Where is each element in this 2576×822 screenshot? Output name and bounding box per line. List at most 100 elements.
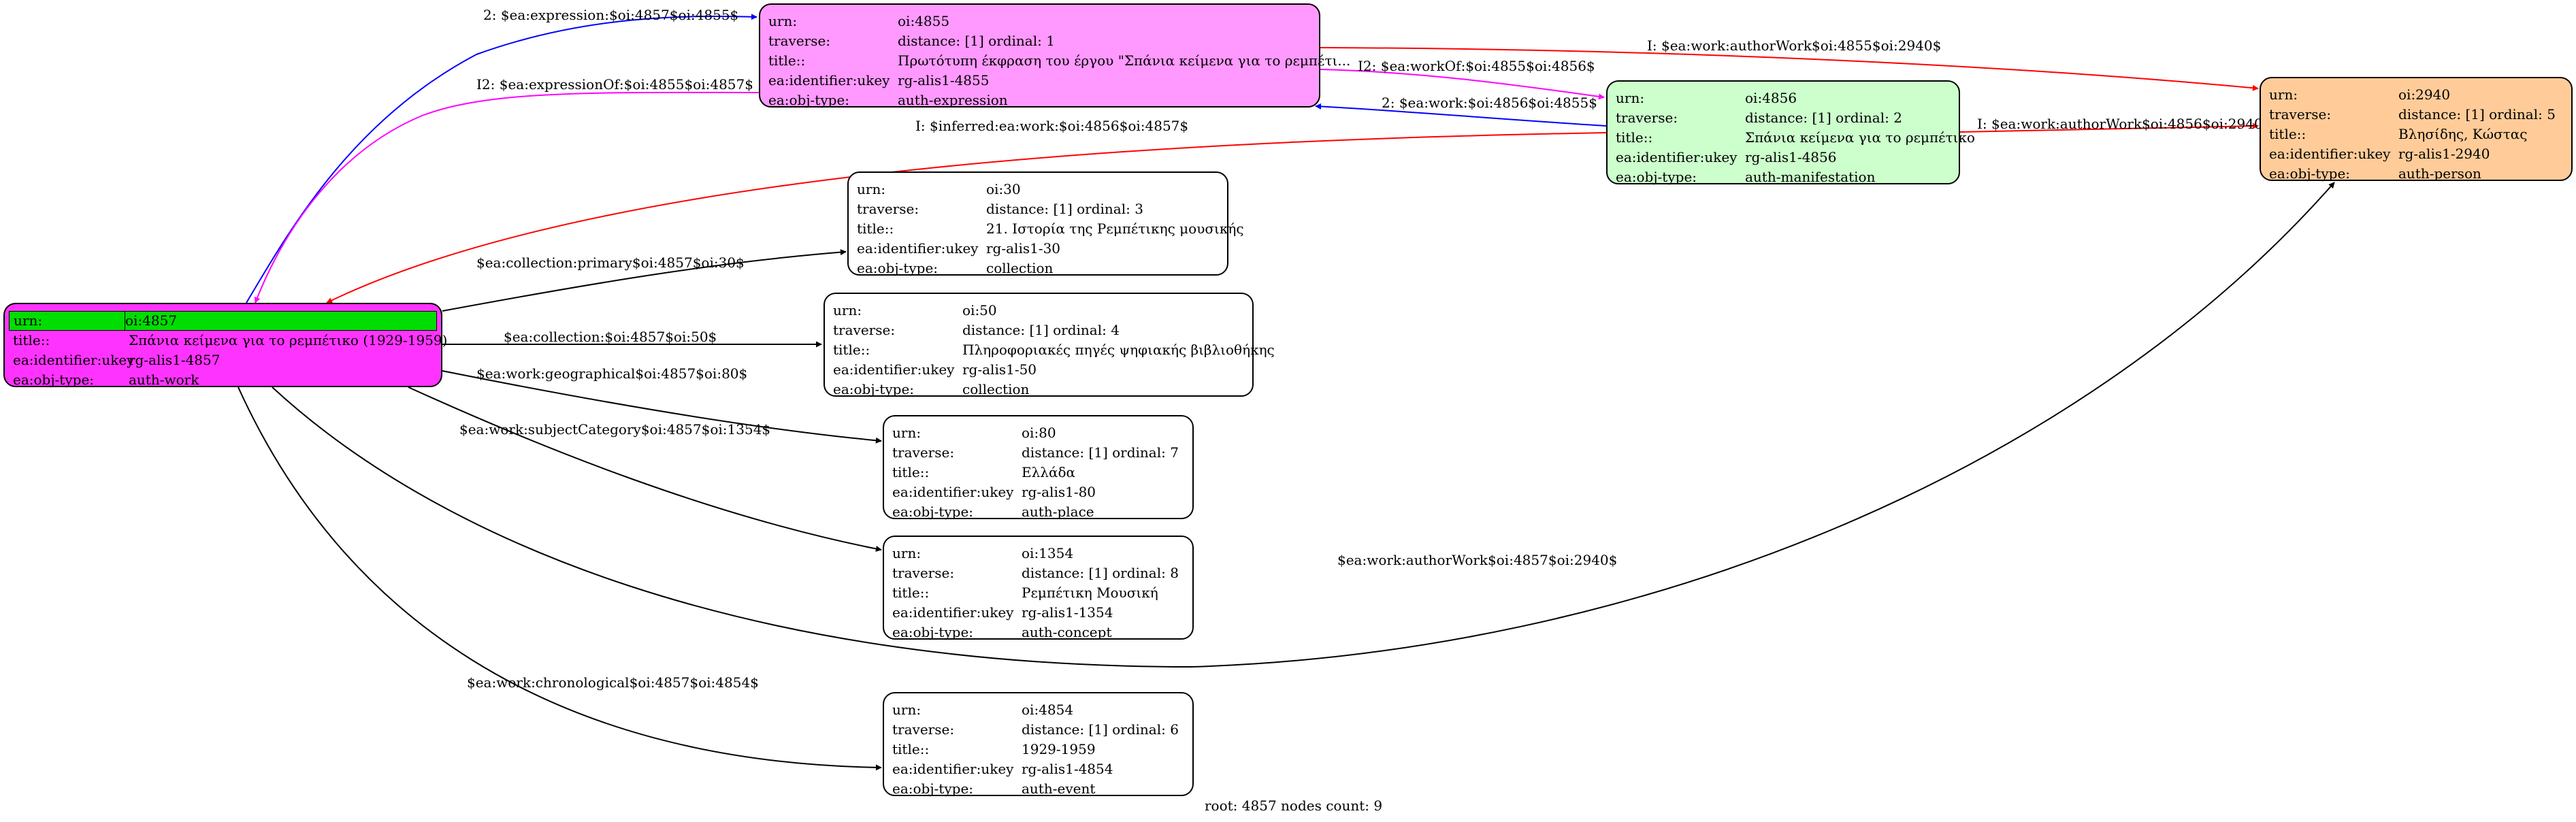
field-value: auth-expression [898,92,1008,108]
field-key: ea:identifier:ukey [13,352,135,368]
edge-4857-to-30 [442,249,847,312]
node-field-row: title::1929-1959 [884,740,1192,759]
node-field-row: ea:identifier:ukey rg-alis1-30 [849,239,1227,259]
node-field-row: traverse:distance: [1] ordinal: 7 [884,443,1192,463]
field-value: auth-work [129,372,199,388]
field-key: traverse: [892,721,955,738]
field-key: title:: [892,464,930,480]
field-value: auth-person [2398,165,2481,182]
edge-label: I: $ea:work:authorWork$oi:4856$oi:2940$ [1977,116,2271,132]
edge-label: 2: $ea:expression:$oi:4857$oi:4855$ [483,7,738,23]
edge-label: $ea:work:authorWork$oi:4857$oi:2940$ [1337,552,1617,568]
field-value: oi:4855 [898,13,950,29]
field-key: ea:obj-type: [892,624,974,640]
edge-4856-to-4857 [326,132,1607,303]
node-field-row: ea:obj-type:auth-person [2261,164,2571,184]
node-field-row: ea:obj-type:auth-work [5,370,441,390]
edge-4857-to-1354 [408,387,882,552]
edge-label: I2: $ea:expressionOf:$oi:4855$oi:4857$ [476,76,753,93]
field-key: title:: [1616,129,1653,146]
node-field-row: ea:identifier:ukey rg-alis1-1354 [884,603,1192,623]
node-field-row: title::Ελλάδα [884,463,1192,482]
edge-label: 2: $ea:work:$oi:4856$oi:4855$ [1382,95,1597,111]
edge-label: $ea:collection:$oi:4857$oi:50$ [504,329,717,345]
field-value: 1929-1959 [1022,741,1096,757]
node-2940[interactable]: urn: oi:2940 traverse:distance: [1] ordina… [2260,77,2573,184]
field-value: rg-alis1-30 [986,240,1061,257]
field-value: distance: [1] ordinal: 6 [1022,721,1179,738]
field-value: auth-place [1022,504,1094,520]
node-field-row: urn:oi:4857 [9,311,437,331]
field-key: urn: [768,13,798,29]
field-value: Ρεμπέτικη Μουσική [1022,585,1158,601]
node-field-row: title::21. Ιστορία της Ρεμπέτικης μουσικ… [849,219,1244,239]
field-value: oi:50 [962,302,997,318]
field-value: rg-alis1-4854 [1022,761,1113,777]
node-field-row: ea:obj-type:auth-manifestation [1608,167,1959,187]
edge-4855-to-4857 [254,91,760,303]
field-key: urn: [10,312,125,330]
field-value: rg-alis1-4857 [129,352,221,368]
node-field-row: traverse:distance: [1] ordinal: 2 [1608,108,1959,128]
field-value: Βλησίδης, Κώστας [2398,126,2528,142]
field-key: ea:identifier:ukey [2269,146,2391,162]
node-field-row: urn:oi:4854 [884,700,1192,720]
field-value: rg-alis1-4855 [898,72,990,88]
field-value: oi:4854 [1022,702,1074,718]
node-field-row: urn: oi:1354 [884,544,1192,563]
field-key: ea:obj-type: [857,260,939,276]
node-field-row: traverse:distance: [1] ordinal: 3 [849,199,1227,219]
field-value: rg-alis1-4856 [1745,149,1837,165]
node-field-row: traverse:distance: [1] ordinal: 5 [2261,105,2571,125]
node-field-row: traverse: distance: [1] ordinal: 8 [884,563,1192,583]
field-key: title:: [13,332,50,348]
field-key: traverse: [892,565,955,581]
field-value: rg-alis1-1354 [1022,604,1113,621]
field-value: oi:2940 [2398,86,2451,103]
edge-label: $ea:work:chronological$oi:4857$oi:4854$ [467,674,759,691]
edge-4857-to-4854 [238,387,882,771]
edge-4855-to-2940 [1320,47,2259,91]
field-value: rg-alis1-2940 [2398,146,2490,162]
node-field-row: title::Πρωτότυπη έκφραση του έργου "Σπάν… [760,51,1350,71]
edge-4855-to-4856 [1320,69,1605,100]
field-value: oi:80 [1022,425,1056,441]
field-key: title:: [2269,126,2306,142]
node-1354[interactable]: urn: oi:1354 traverse: distance: [1] ordina… [883,536,1194,640]
field-key: title:: [833,342,870,358]
field-key: title:: [768,52,806,69]
edge-label: $ea:work:subjectCategory$oi:4857$oi:1354… [459,421,770,438]
field-value: distance: [1] ordinal: 3 [986,201,1143,217]
field-value: distance: [1] ordinal: 8 [1022,565,1179,581]
field-value: auth-event [1022,780,1096,797]
edge-label: $ea:collection:primary$oi:4857$oi:30$ [476,254,745,271]
edge-label: I: $inferred:ea:work:$oi:4856$oi:4857$ [915,118,1188,134]
field-key: title:: [857,220,894,237]
field-value: distance: [1] ordinal: 1 [898,33,1055,49]
field-value: oi:1354 [1022,545,1074,561]
field-key: ea:identifier:ukey [857,240,979,257]
edge-4856-to-2940 [1959,122,2259,133]
field-key: ea:identifier:ukey [892,604,1014,621]
node-field-row: urn: oi:2940 [2261,85,2571,105]
node-field-row: title::Σπάνια κείμενα για το ρεμπέτικο (… [5,331,447,350]
field-value: Πληροφοριακές πηγές ψηφιακής βιβλιοθήκης [962,342,1275,358]
field-key: urn: [2269,86,2298,103]
node-field-row: ea:obj-type:auth-event [884,779,1192,799]
field-key: traverse: [833,322,896,338]
node-field-row: urn:oi:4856 [1608,88,1959,108]
field-key: urn: [892,545,922,561]
field-key: ea:identifier:ukey [833,361,955,378]
node-field-row: ea:obj-type:auth-place [884,502,1192,522]
edge-4857-to-80 [442,370,882,444]
